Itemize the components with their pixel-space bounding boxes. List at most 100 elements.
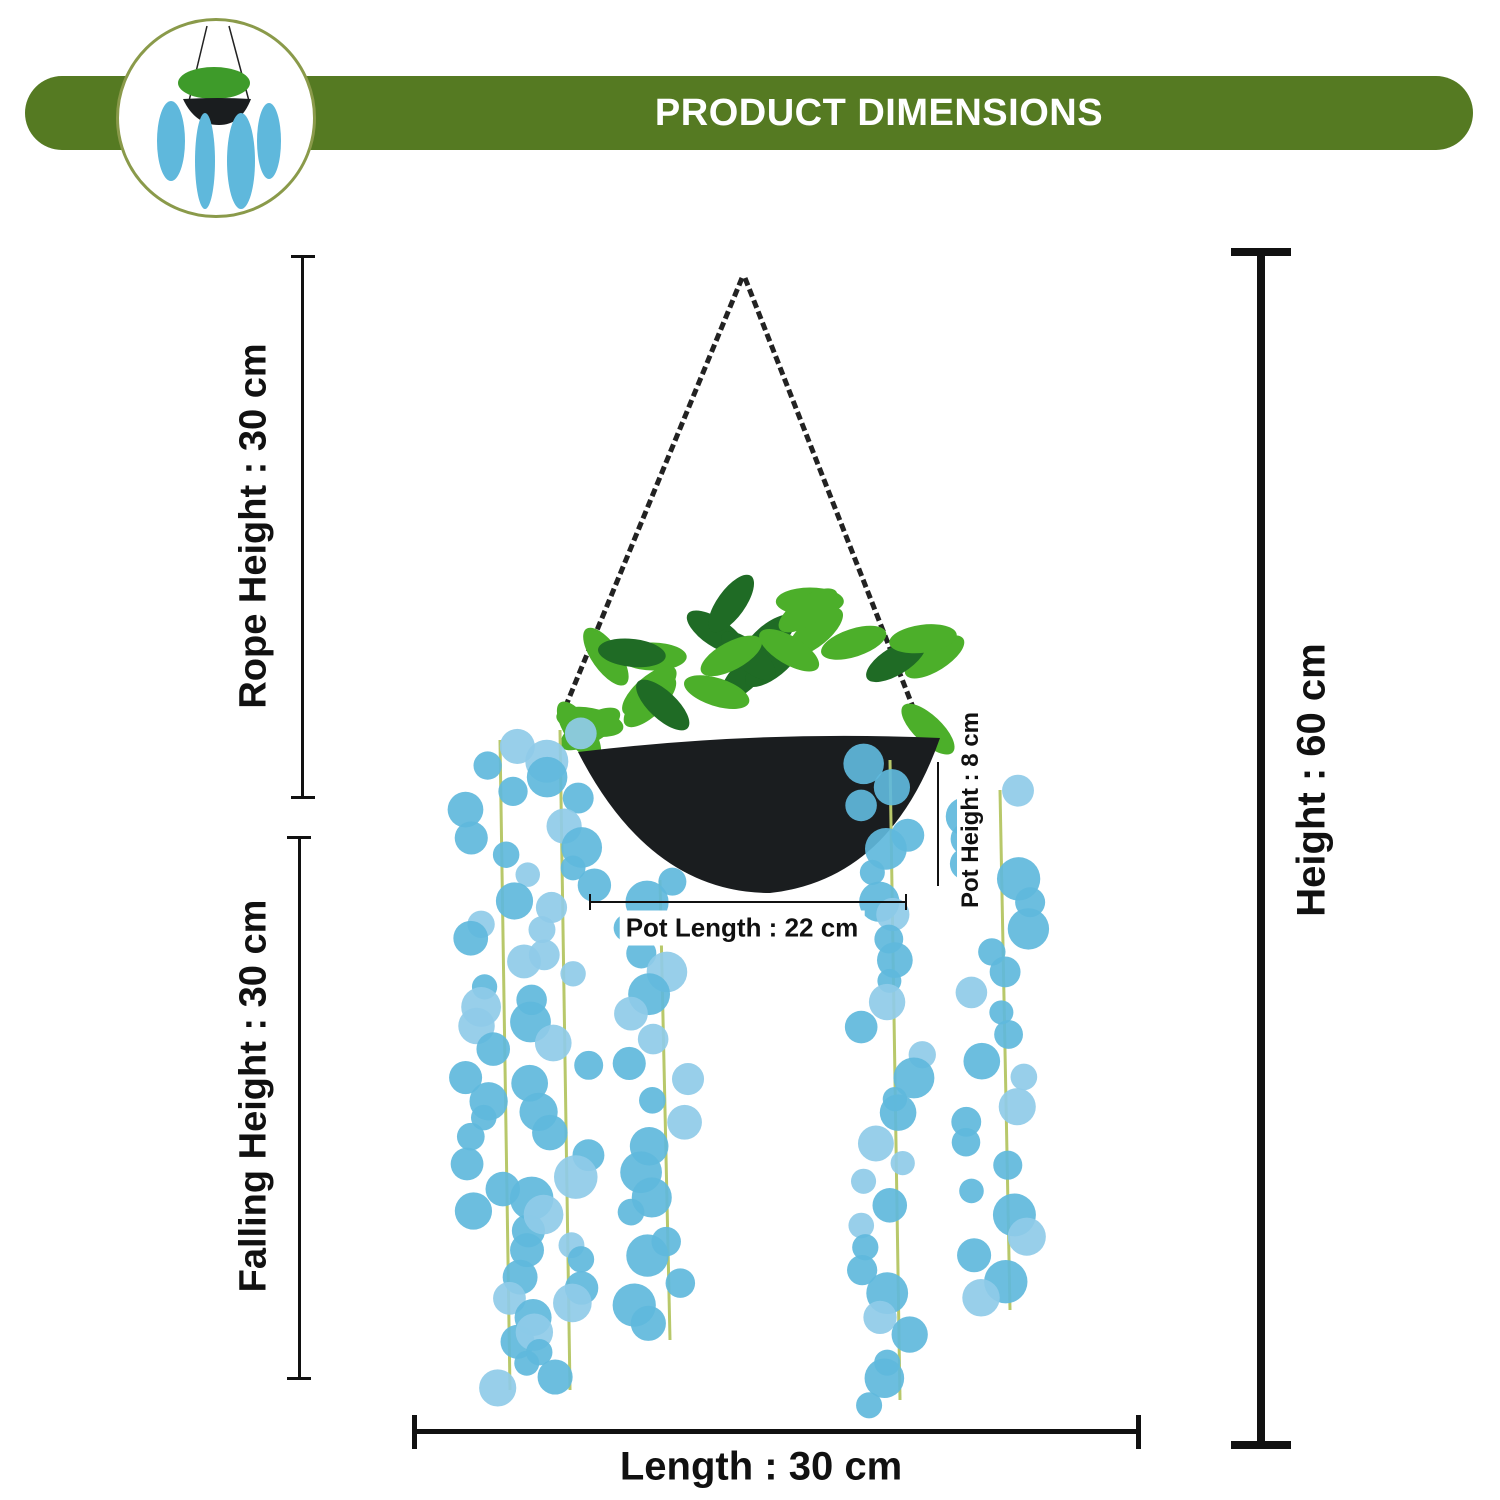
length-line: [415, 1429, 1139, 1434]
leaf: [636, 679, 690, 731]
flower: [511, 1064, 549, 1102]
total-height-cap-bottom: [1231, 1441, 1291, 1449]
length-cap-right: [1136, 1415, 1141, 1449]
flower: [879, 1094, 917, 1131]
flower: [498, 776, 528, 807]
flower: [844, 1010, 878, 1044]
flower: [523, 1194, 564, 1235]
flower: [562, 782, 594, 814]
rope-height-cap-bottom: [291, 796, 315, 799]
flower: [528, 916, 556, 944]
flower: [1002, 774, 1034, 807]
flower: [447, 791, 484, 828]
flower: [890, 1150, 915, 1176]
flower: [499, 728, 535, 764]
flower: [637, 1023, 669, 1055]
flower: [876, 942, 913, 979]
leaf: [708, 574, 755, 633]
flower: [847, 1255, 878, 1286]
leaf: [778, 588, 838, 633]
flower: [577, 868, 612, 902]
pot-length-cap-right: [905, 894, 907, 910]
flower: [495, 882, 534, 920]
flower: [850, 1168, 877, 1194]
pot-length-cap-left: [589, 894, 591, 910]
flower: [564, 717, 597, 750]
leaf: [759, 629, 820, 672]
falling-height-cap-bottom: [287, 1377, 311, 1380]
flower: [553, 1155, 598, 1199]
flower: [476, 1032, 511, 1066]
flower: [553, 1283, 592, 1323]
flower: [612, 1046, 646, 1080]
flower: [852, 1234, 879, 1261]
flower: [856, 1392, 883, 1419]
flower: [567, 1246, 595, 1273]
flower: [863, 1300, 897, 1335]
flower: [1007, 908, 1050, 950]
flower: [534, 1024, 572, 1062]
flower: [453, 920, 489, 956]
flower: [963, 1042, 1001, 1080]
product-thumbnail: [116, 18, 316, 218]
flower: [526, 1339, 553, 1366]
flower: [626, 938, 657, 969]
flower: [865, 827, 907, 870]
flower: [959, 1178, 984, 1204]
flower: [535, 891, 568, 924]
page-title: PRODUCT DIMENSIONS: [654, 92, 1104, 134]
flower: [1010, 1063, 1038, 1091]
total-height-cap-top: [1231, 248, 1291, 256]
thumbnail-plant-image: [157, 25, 281, 209]
flower: [848, 1212, 875, 1239]
flower: [526, 756, 568, 798]
flower: [989, 956, 1021, 988]
leaf: [901, 703, 955, 755]
flower: [574, 1050, 604, 1080]
flower: [617, 1198, 645, 1226]
flower: [962, 1279, 1000, 1317]
pot-height-line: [937, 762, 939, 886]
length-label: Length : 30 cm: [619, 1444, 903, 1489]
flower: [560, 855, 586, 881]
flower: [470, 1104, 497, 1131]
rope-height-cap-top: [291, 255, 315, 258]
leaf: [683, 675, 750, 709]
leaf: [889, 624, 957, 654]
flower: [528, 939, 560, 971]
flower: [510, 1233, 544, 1268]
flower: [845, 789, 877, 822]
flower: [454, 821, 488, 855]
flower: [493, 1281, 526, 1315]
flower: [994, 1020, 1023, 1049]
flower: [951, 1127, 981, 1157]
flower: [667, 1104, 702, 1140]
flower: [893, 1057, 935, 1099]
leaf: [700, 635, 762, 677]
flower: [473, 751, 502, 780]
flower: [868, 983, 906, 1021]
flower: [993, 1150, 1023, 1180]
flower: [891, 1316, 928, 1353]
flower: [665, 1268, 696, 1298]
leaf: [904, 635, 965, 679]
flower-vines: [447, 717, 1050, 1419]
flower: [671, 1062, 705, 1096]
flower: [450, 1147, 484, 1181]
flower: [857, 1125, 894, 1162]
flower: [532, 1114, 568, 1151]
flower: [614, 996, 648, 1031]
flower: [560, 961, 586, 987]
flower: [951, 1106, 982, 1137]
pot-length-line: [590, 901, 906, 903]
flower: [479, 1369, 517, 1407]
flower: [630, 1305, 666, 1341]
pot-length-label: Pot Length : 22 cm: [619, 910, 865, 946]
falling-height-cap-top: [287, 836, 311, 839]
flower: [658, 867, 687, 896]
flower: [492, 841, 520, 868]
flower: [626, 1234, 669, 1277]
flower: [955, 976, 988, 1009]
length-cap-left: [412, 1415, 417, 1449]
